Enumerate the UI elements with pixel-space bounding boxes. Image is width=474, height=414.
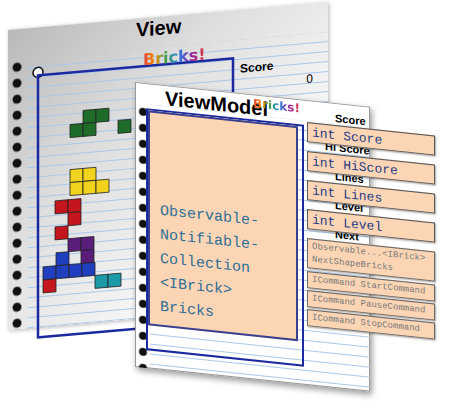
- brick: [82, 262, 95, 276]
- brick: [68, 238, 81, 252]
- box-text: int Level: [312, 212, 430, 241]
- brick: [83, 109, 96, 123]
- brick: [70, 181, 83, 195]
- brick: [83, 167, 96, 181]
- brick: [69, 264, 82, 278]
- brick: [81, 236, 94, 250]
- box-text: int HiScore: [312, 154, 430, 183]
- score-label: Score: [240, 59, 273, 76]
- box-text: int Lines: [312, 183, 430, 212]
- brick: [83, 122, 96, 136]
- brick: [43, 279, 56, 293]
- game-logo: Bricks!: [143, 45, 206, 69]
- property-box: int HiScore: [307, 151, 435, 184]
- page-heading: View: [136, 15, 181, 42]
- property-box: int Level: [307, 209, 435, 242]
- brick: [83, 180, 96, 194]
- bricks: [43, 106, 131, 293]
- brick: [43, 266, 56, 280]
- brick: [108, 273, 121, 287]
- brick: [55, 226, 68, 240]
- brick: [81, 249, 94, 263]
- brick: [56, 252, 69, 266]
- brick: [70, 123, 83, 137]
- brick: [68, 212, 81, 226]
- brick: [96, 179, 109, 193]
- collection-box: Observable- Notifiable- Collection <IBri…: [148, 110, 298, 341]
- page-sheet: ViewModelObservable- Notifiable- Collect…: [135, 82, 370, 392]
- property-box: int Lines: [307, 180, 435, 213]
- score-value: 0: [288, 71, 313, 87]
- brick: [118, 119, 131, 133]
- brick: [95, 274, 108, 288]
- brick: [55, 200, 68, 214]
- brick: [56, 265, 69, 279]
- box-text: Observable- Notifiable- Collection <IBri…: [160, 200, 288, 333]
- game-board: [147, 109, 303, 365]
- brick: [70, 168, 83, 182]
- binder-holes: [8, 58, 28, 330]
- brick: [96, 108, 109, 122]
- brick: [68, 199, 81, 213]
